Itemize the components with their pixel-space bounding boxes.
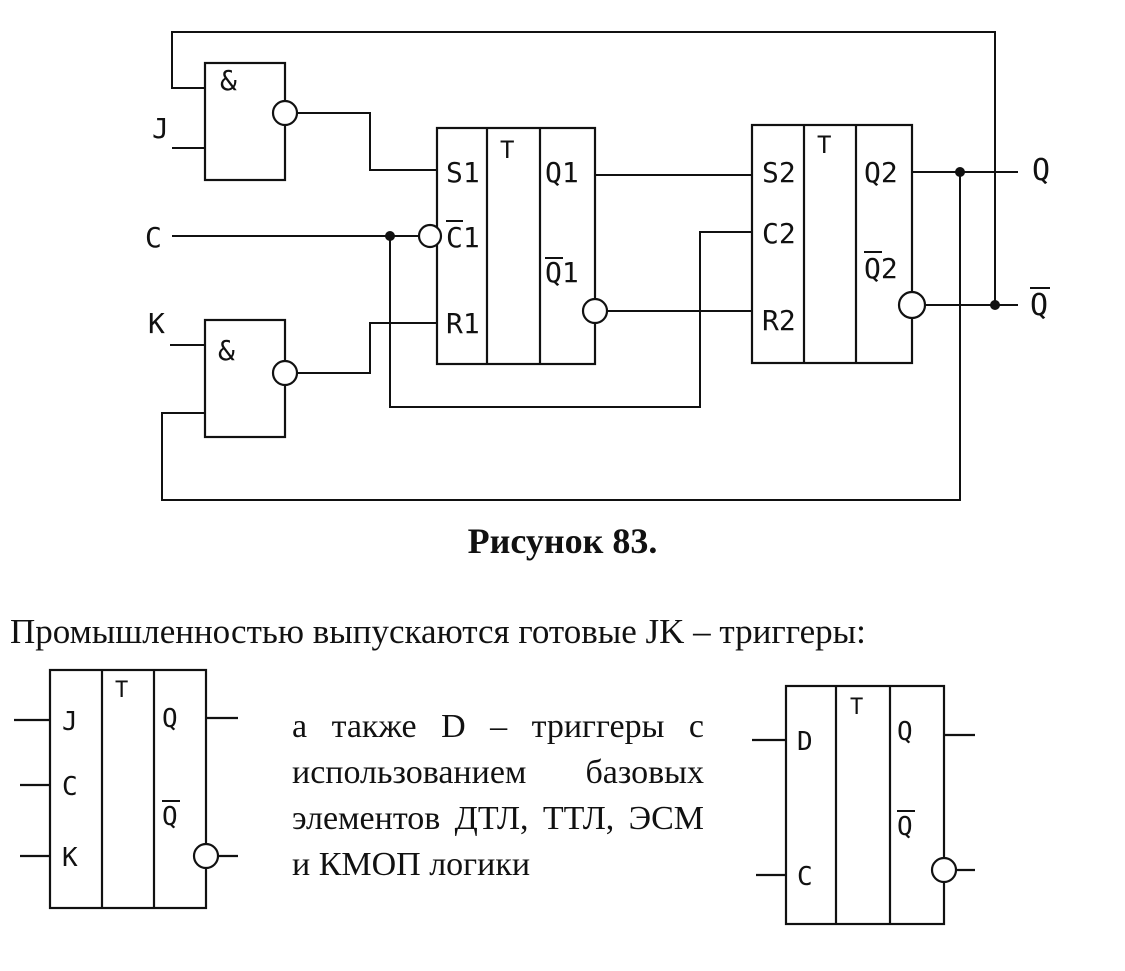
ff1-q-label: Q1 [545,156,579,189]
jk-q-label: Q [162,704,178,734]
output-q-label: Q [1032,153,1050,188]
jk-j-label: J [62,707,78,737]
ff1-s-label: S1 [446,156,480,189]
q1bar-inverter [581,297,609,325]
d-trigger-body [784,684,946,926]
figure-caption: Рисунок 83. [467,521,658,561]
input-k-label: K [148,307,165,340]
and1-to-s1-wire [297,112,437,171]
input-j-label: J [152,112,169,145]
d-qbar-inverter [930,856,958,884]
and-gate-1 [203,61,287,182]
junction-dot [990,300,1000,310]
and-gate-2-inverter [271,359,299,387]
jk-trigger-body [48,668,208,910]
ff2-s-label: S2 [762,156,796,189]
ff2-r-label: R2 [762,304,796,337]
and2-to-r1-wire [297,322,437,374]
d-qbar-label: Q [897,812,913,842]
ff2-t-label: T [817,131,831,159]
jk-qbar-inverter [192,842,220,870]
ff1-t-label: T [500,136,514,164]
ff1-r-label: R1 [446,307,480,340]
figure-labels: J C K & & T S1 C1 R1 Q1 Q1 T S2 C2 R2 Q2… [145,64,1050,367]
d-c-label: C [797,862,813,892]
d-trigger [752,684,975,926]
feedback-wire-bottom [161,172,961,501]
intro-text: Промышленностью выпускаются готовые JK –… [10,612,866,651]
ff2-qbar-label: Q2 [864,252,898,285]
jk-trigger [14,668,238,910]
and-gate-2 [203,318,287,439]
and-gates [203,61,299,439]
ff2-q-label: Q2 [864,156,898,189]
d-trigger-labels: T D C Q Q [797,695,913,892]
q2bar-inverter [897,290,927,320]
clock-to-c2-wire [389,231,752,408]
ff1-qbar-label: Q1 [545,256,579,289]
jk-t-label: T [115,678,128,703]
input-c-label: C [145,221,162,254]
and-gate-2-symbol: & [218,334,235,367]
c1-inverter [417,223,443,249]
jk-k-label: K [62,843,78,873]
flip-flop-2-body [750,123,914,365]
junction-dot [385,231,395,241]
d-t-label: T [850,695,863,720]
d-q-label: Q [897,717,913,747]
output-qbar-label: Q [1030,288,1048,323]
jk-qbar-label: Q [162,802,178,832]
jk-trigger-labels: T J C K Q Q [62,678,178,873]
wires [161,31,1018,501]
feedback-wire-top [171,31,996,305]
and-gate-1-inverter [271,99,299,127]
junction-dot [955,167,965,177]
jk-c-label: C [62,772,78,802]
and-gate-1-symbol: & [220,64,237,97]
flip-flop-1 [417,126,609,366]
ff1-c-label: C1 [446,221,480,254]
d-d-label: D [797,727,813,757]
flip-flop-2 [750,123,927,365]
ff2-c-label: C2 [762,217,796,250]
overbars [446,220,1050,289]
flip-flop-1-body [435,126,597,366]
description-text: а также D – триггеры с использованием ба… [292,708,704,883]
junctions [385,167,1000,310]
